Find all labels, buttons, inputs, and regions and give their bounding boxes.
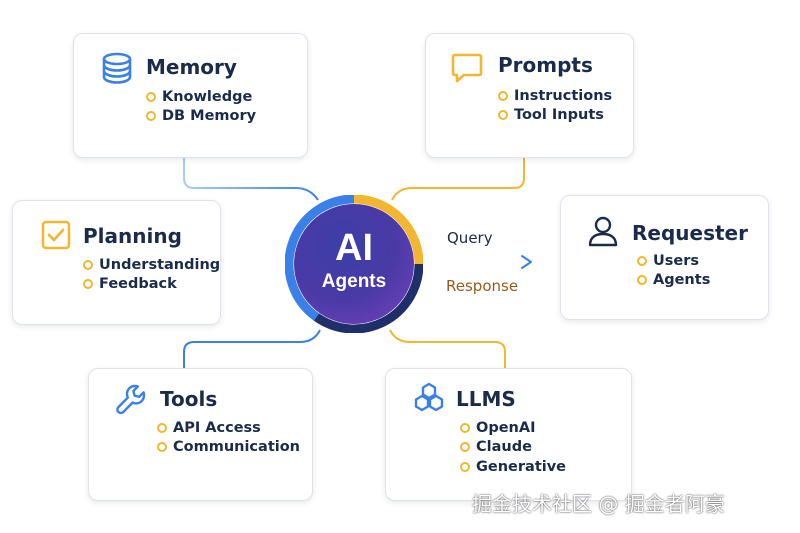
list-item: DB Memory bbox=[146, 107, 256, 127]
response-label: Response bbox=[446, 277, 519, 295]
hub-subtitle: Agents bbox=[321, 271, 387, 292]
planning-title: Planning bbox=[83, 224, 182, 248]
llms-card: LLMS OpenAI Claude Generative bbox=[385, 368, 632, 501]
arrow-head-icon bbox=[521, 255, 532, 269]
list-item-label: Users bbox=[653, 252, 700, 269]
bullet-icon bbox=[146, 91, 156, 102]
list-item: Understanding bbox=[83, 255, 220, 275]
list-item-label: Understanding bbox=[99, 256, 221, 273]
requester-title: Requester bbox=[632, 221, 748, 245]
bullet-icon bbox=[83, 259, 93, 270]
memory-connector bbox=[183, 158, 319, 201]
bullet-icon bbox=[460, 422, 470, 433]
chat-bubble-icon bbox=[450, 51, 484, 85]
list-item-label: DB Memory bbox=[162, 108, 257, 125]
hub-ring-gold bbox=[353, 195, 423, 265]
prompts-connector bbox=[391, 158, 525, 201]
planning-list: Understanding Feedback bbox=[83, 255, 220, 294]
bullet-icon bbox=[637, 275, 647, 286]
hub-title: AI bbox=[335, 227, 373, 269]
memory-list: Knowledge DB Memory bbox=[146, 87, 256, 126]
list-item: Claude bbox=[460, 438, 566, 458]
hub-ring-blue bbox=[285, 195, 355, 321]
watermark: 掘金技术社区 @ 掘金者阿豪 bbox=[472, 492, 725, 516]
list-item-label: Communication bbox=[173, 439, 301, 456]
user-icon bbox=[586, 214, 620, 248]
bullet-icon bbox=[637, 255, 647, 266]
list-item-label: Claude bbox=[476, 439, 532, 456]
bullet-icon bbox=[498, 110, 508, 121]
prompts-title: Prompts bbox=[498, 53, 593, 77]
requester-list: Users Agents bbox=[637, 251, 710, 290]
hub-ring-navy bbox=[313, 263, 423, 333]
list-item: Agents bbox=[637, 271, 710, 291]
bullet-icon bbox=[157, 442, 167, 453]
list-item: Feedback bbox=[83, 275, 220, 295]
list-item: Tool Inputs bbox=[498, 106, 612, 126]
bullet-icon bbox=[146, 111, 156, 122]
tools-card: Tools API Access Communication bbox=[88, 368, 313, 501]
list-item: Instructions bbox=[498, 86, 612, 106]
checkbox-icon bbox=[39, 218, 73, 252]
bullet-icon bbox=[460, 461, 470, 472]
planning-card: Planning Understanding Feedback bbox=[12, 200, 221, 325]
memory-card: Memory Knowledge DB Memory bbox=[73, 33, 308, 158]
list-item-label: Knowledge bbox=[162, 88, 253, 105]
list-item: Users bbox=[637, 251, 710, 271]
prompts-list: Instructions Tool Inputs bbox=[498, 86, 612, 125]
llms-connector bbox=[389, 329, 506, 368]
ai-agents-hub: AI Agents bbox=[285, 195, 423, 333]
hexagon-cluster-icon bbox=[412, 381, 446, 415]
list-item-label: Agents bbox=[653, 272, 711, 289]
memory-title: Memory bbox=[146, 55, 237, 79]
tools-list: API Access Communication bbox=[157, 418, 300, 457]
list-item: Communication bbox=[157, 438, 300, 458]
bullet-icon bbox=[157, 422, 167, 433]
llms-title: LLMS bbox=[456, 387, 516, 411]
tools-connector bbox=[183, 329, 321, 368]
query-label: Query bbox=[447, 229, 493, 247]
list-item: Knowledge bbox=[146, 87, 256, 107]
tools-title: Tools bbox=[160, 387, 218, 411]
prompts-card: Prompts Instructions Tool Inputs bbox=[425, 33, 634, 158]
database-icon bbox=[100, 51, 134, 85]
list-item-label: API Access bbox=[173, 419, 261, 436]
llms-list: OpenAI Claude Generative bbox=[460, 418, 566, 477]
bullet-icon bbox=[498, 90, 508, 101]
list-item: OpenAI bbox=[460, 418, 566, 438]
list-item-label: OpenAI bbox=[476, 419, 536, 436]
bullet-icon bbox=[83, 279, 93, 290]
list-item-label: Instructions bbox=[514, 87, 613, 104]
list-item: Generative bbox=[460, 457, 566, 477]
wrench-icon bbox=[114, 382, 148, 416]
list-item: API Access bbox=[157, 418, 300, 438]
list-item-label: Feedback bbox=[99, 276, 177, 293]
list-item-label: Generative bbox=[476, 458, 567, 475]
bullet-icon bbox=[460, 442, 470, 453]
list-item-label: Tool Inputs bbox=[514, 107, 604, 124]
requester-card: Requester Users Agents bbox=[560, 195, 769, 320]
